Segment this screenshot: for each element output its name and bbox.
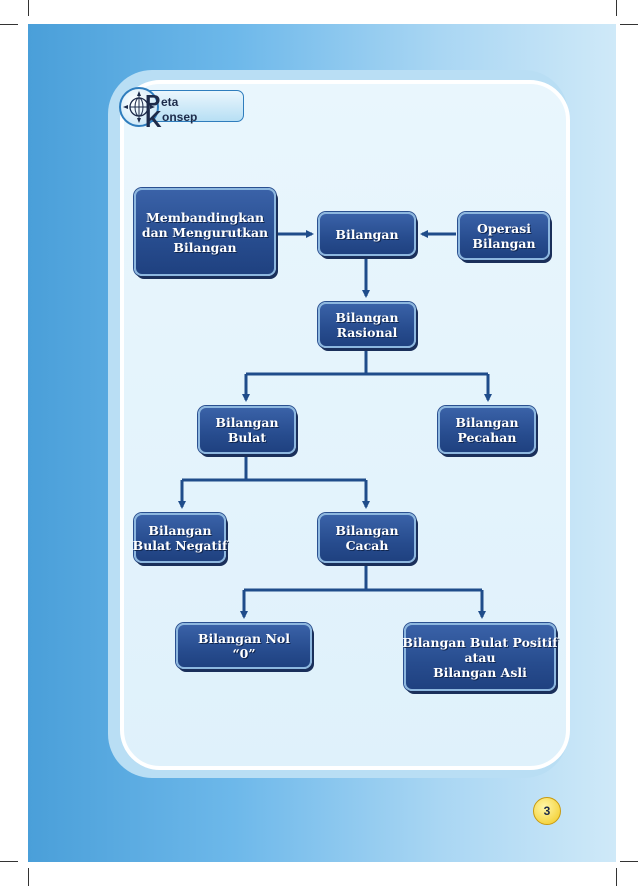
badge-letter-p: P [145, 90, 161, 116]
crop-mark [616, 868, 617, 886]
badge-text-eta: eta [161, 95, 179, 109]
node-bilangan-nol: Bilangan Nol “0” [176, 623, 312, 669]
badge-text-onsep: onsep [162, 110, 198, 124]
crop-mark [620, 861, 638, 862]
crop-mark [616, 0, 617, 16]
node-bilangan-bulat-negatif: Bilangan Bulat Negatif [133, 513, 227, 563]
crop-mark [28, 0, 29, 16]
badge-letter-k: K [145, 106, 162, 132]
compass-icon [119, 87, 159, 127]
node-bilangan-pecahan: Bilangan Pecahan [438, 406, 536, 454]
node-operasi-bilangan: Operasi Bilangan [458, 212, 550, 260]
node-bilangan-cacah: Bilangan Cacah [318, 513, 416, 563]
node-bilangan-rasional: Bilangan Rasional [318, 302, 416, 348]
page-number: 3 [533, 797, 561, 825]
node-membandingkan: Membandingkan dan Mengurutkan Bilangan [134, 188, 276, 276]
crop-mark [620, 24, 638, 25]
crop-mark [0, 861, 18, 862]
peta-konsep-badge [150, 90, 244, 122]
node-bilangan: Bilangan [318, 212, 416, 256]
node-bilangan-bulat: Bilangan Bulat [198, 406, 296, 454]
crop-mark [28, 868, 29, 886]
node-bilangan-bulat-positif: Bilangan Bulat Positif atau Bilangan Asl… [402, 623, 558, 691]
crop-mark [0, 24, 18, 25]
